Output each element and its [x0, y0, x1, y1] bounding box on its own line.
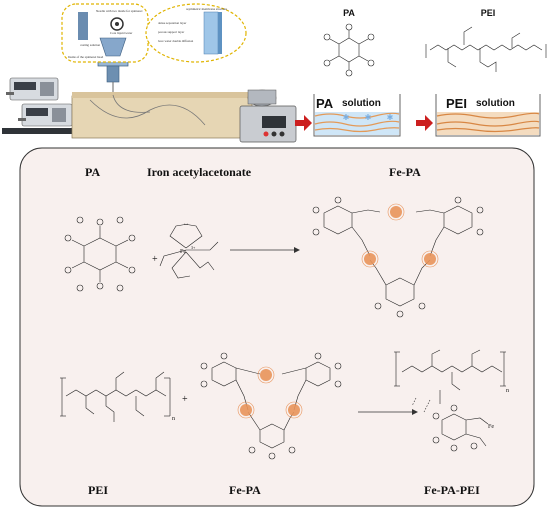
reaction-arrow-1	[230, 247, 300, 253]
reaction-panel	[19, 147, 535, 507]
fe-ball-6	[285, 401, 303, 419]
fepapei-product	[394, 349, 506, 452]
row2-fepa-label: Fe-PA	[229, 483, 261, 497]
callout-needle: Needle with two inside for spinneret	[96, 9, 143, 13]
fe-ball-3	[421, 250, 439, 268]
row1-iron-label: Iron acetylacetonate	[147, 165, 252, 179]
callout-casting: casting solution	[80, 43, 101, 47]
svg-text:✱: ✱	[343, 113, 350, 122]
svg-text:✱: ✱	[365, 113, 372, 122]
fepa-complex-row2	[200, 352, 342, 460]
fe-ball-2	[361, 250, 379, 268]
row1-plus: +	[152, 254, 158, 265]
membrane-callout: asymmetric membrane structure dense sepa…	[145, 3, 247, 63]
pei-beaker	[435, 94, 541, 137]
pa-molecule-top	[323, 23, 375, 77]
callout-core: Core liquid water	[110, 31, 133, 35]
pa-beaker: ✱ ✱ ✱	[313, 94, 401, 137]
callout-inside: Inside of the spinneret head	[68, 55, 104, 59]
fepa-complex	[312, 196, 484, 318]
syringe-pump-upper	[6, 77, 59, 101]
fe-ball-4	[257, 366, 275, 384]
row1-fepa-label: Fe-PA	[389, 165, 421, 179]
coagulation-tank	[71, 92, 253, 139]
product-subscript-n: n	[506, 388, 509, 394]
pei-molecule-top	[425, 26, 547, 72]
iron-charge: 3+	[191, 245, 196, 250]
spinning-setup: Needle with two inside for spinneret Cor…	[2, 3, 297, 143]
callout-porous: porous support layer	[158, 30, 185, 34]
pei-polymer	[60, 371, 171, 422]
pei-heading: PEI	[481, 8, 496, 18]
take-up-drum	[239, 89, 297, 143]
pei-beaker-solution: solution	[476, 98, 515, 109]
fe-ball-1	[387, 203, 405, 221]
row2-pei-label: PEI	[88, 483, 108, 497]
iron-center: Fe	[180, 249, 186, 255]
pa-molecule	[64, 216, 136, 292]
fe-ball-5	[237, 401, 255, 419]
syringe-pump-lower	[18, 103, 73, 127]
pa-beaker-label: PA	[316, 96, 334, 111]
iron-acetylacetonate-molecule	[159, 223, 219, 279]
spinneret-callout: Needle with two inside for spinneret Cor…	[61, 3, 149, 63]
pei-beaker-label: PEI	[446, 96, 467, 111]
callout-dense: dense separation layer	[158, 21, 187, 25]
process-arrow-2	[416, 115, 433, 131]
pa-beaker-solution: solution	[342, 98, 381, 109]
row2-product-label: Fe-PA-PEI	[424, 483, 480, 497]
callout-bore: bore water double diffusion	[158, 39, 194, 43]
product-fe-label: Fe	[488, 424, 494, 430]
svg-text:✱: ✱	[387, 113, 394, 122]
process-arrow-1	[295, 115, 312, 131]
pa-heading: PA	[343, 8, 355, 18]
reaction-arrow-2	[358, 409, 418, 415]
callout-asymmetric: asymmetric membrane structure	[186, 7, 228, 11]
row2-plus: +	[182, 394, 188, 405]
row1-pa-label: PA	[85, 165, 100, 179]
pei-subscript-n: n	[172, 416, 175, 422]
